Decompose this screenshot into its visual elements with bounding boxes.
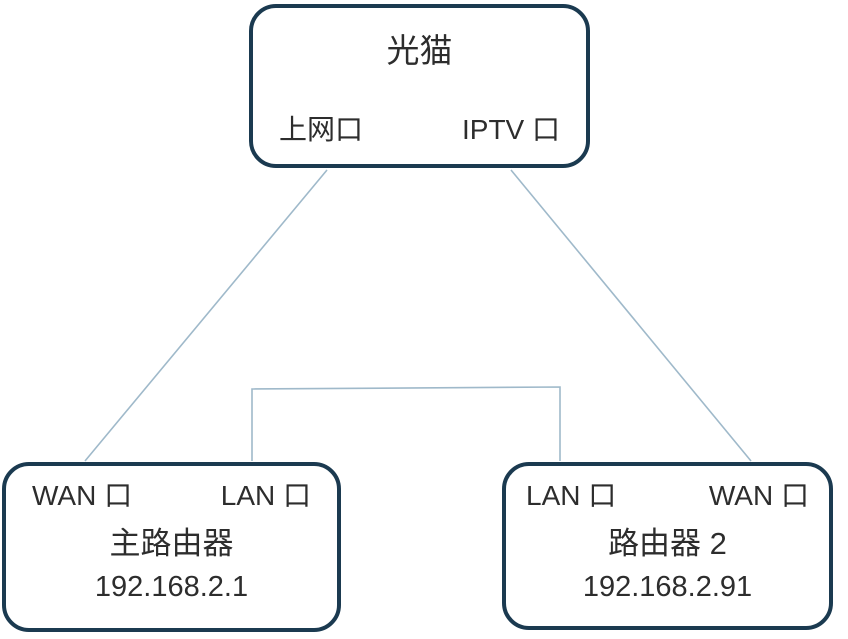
connector-modem-iptv-to-router2-wan: [510, 169, 752, 462]
router2-wan-port-label: WAN 口: [708, 480, 809, 511]
modem-internet-port-label: 上网口: [279, 113, 364, 145]
modem-iptv-port-label: IPTV 口: [461, 113, 560, 145]
main-router-node: WAN 口 LAN 口 主路由器 192.168.2.1: [2, 462, 341, 632]
main-router-lan-port-label: LAN 口: [220, 480, 311, 511]
modem-ports-row: 上网口 IPTV 口: [253, 114, 586, 164]
main-router-wan-port-label: WAN 口: [32, 480, 133, 511]
main-router-ip-label: 192.168.2.1: [94, 570, 249, 603]
connector-modem-internet-to-main-router-wan: [84, 169, 328, 462]
router2-name-label: 路由器 2: [608, 526, 727, 562]
main-router-name-label: 主路由器: [109, 526, 234, 562]
router2-ip-label: 192.168.2.91: [582, 570, 753, 603]
router2-node: LAN 口 WAN 口 路由器 2 192.168.2.91: [502, 462, 833, 630]
router2-lan-port-label: LAN 口: [526, 480, 617, 511]
connector-main-router-lan-to-router2-lan: [251, 386, 561, 461]
router2-ports-row: LAN 口 WAN 口: [506, 466, 829, 512]
modem-name-label: 光猫: [386, 32, 453, 69]
modem-node: 光猫 上网口 IPTV 口: [249, 4, 590, 168]
main-router-ports-row: WAN 口 LAN 口: [6, 466, 337, 512]
